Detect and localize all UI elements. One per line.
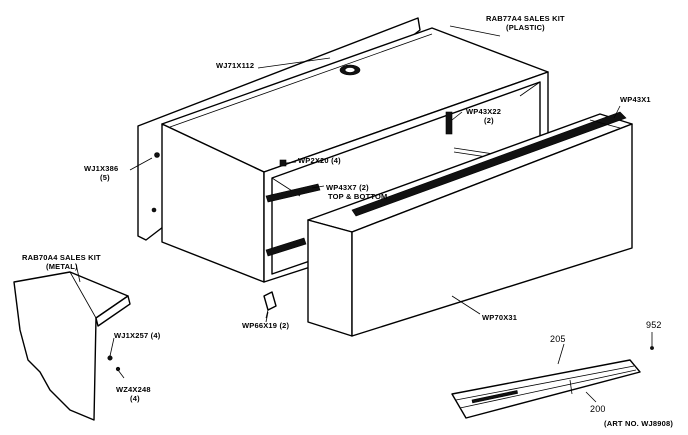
- rail-bottom: [265, 237, 307, 257]
- label-wp43x7-note: TOP & BOTTOM: [328, 192, 388, 201]
- label-wz4x248-qty: (4): [130, 394, 140, 403]
- label-sales-kit-metal: RAB70A4 SALES KIT: [22, 253, 101, 262]
- label-wp43x7: WP43X7 (2): [326, 183, 369, 192]
- panel-side: [307, 219, 353, 337]
- label-wj71x112: WJ71X112: [216, 61, 254, 70]
- side-curtain-metal: [13, 271, 131, 421]
- side-clip-icon: [445, 111, 453, 135]
- label-wp43x22: WP43X22: [466, 107, 501, 116]
- rail-top: [265, 183, 321, 203]
- label-wp2x20: WP2X20 (4): [298, 156, 341, 165]
- side-curtain: [13, 271, 129, 421]
- top-rail-wp43x1: [351, 111, 627, 217]
- label-part-952: 952: [646, 320, 662, 330]
- label-art-number: (ART NO. WJ8908): [604, 419, 673, 428]
- part-labels: RAB77A4 SALES KIT (PLASTIC) WJ71X112 WP4…: [22, 14, 673, 428]
- part-952-icon: [650, 346, 654, 350]
- label-part-200: 200: [590, 404, 606, 414]
- label-wz4x248: WZ4X248: [116, 385, 151, 394]
- screw-wp2x20-icon: [279, 159, 287, 167]
- screw-wz4x248-icon: [115, 366, 121, 372]
- label-wp43x22-qty: (2): [484, 116, 494, 125]
- panel-front: [351, 123, 633, 337]
- flange-screw-icon: [154, 152, 160, 158]
- label-wp43x1: WP43X1: [620, 95, 651, 104]
- screw-wj1x257-icon: [107, 355, 113, 361]
- label-sales-kit-plastic-note: (PLASTIC): [506, 23, 545, 32]
- label-part-205: 205: [550, 334, 566, 344]
- label-wj1x386: WJ1X386: [84, 164, 118, 173]
- bracket-wp66x19: [263, 291, 277, 319]
- label-wj1x257: WJ1X257 (4): [114, 331, 161, 340]
- flange-screw-icon: [151, 207, 157, 213]
- label-sales-kit-metal-note: (METAL): [46, 262, 78, 271]
- front-panel-assembly: [307, 111, 633, 337]
- label-sales-kit-plastic: RAB77A4 SALES KIT: [486, 14, 565, 23]
- label-wp66x19: WP66X19 (2): [242, 321, 290, 330]
- track-slots: [471, 390, 518, 404]
- track-200: [451, 359, 641, 419]
- label-wj1x386-qty: (5): [100, 173, 110, 182]
- cabinet-sleeve: [137, 17, 549, 283]
- track-assembly: [451, 332, 654, 419]
- label-wp70x31: WP70X31: [482, 313, 517, 322]
- leader-lines: [75, 25, 621, 403]
